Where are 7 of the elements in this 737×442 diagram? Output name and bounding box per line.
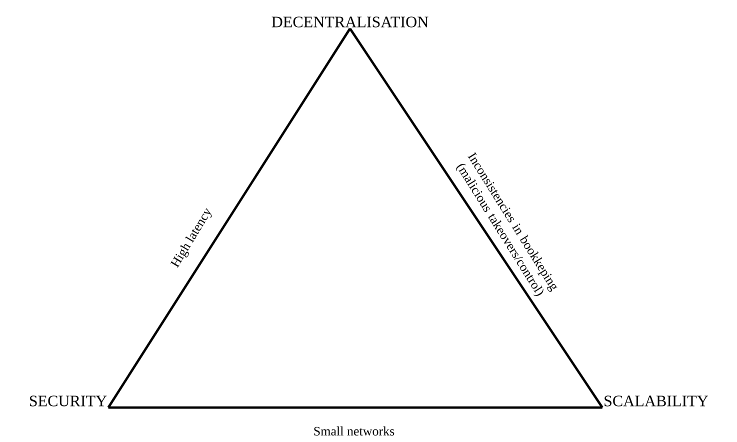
- edge-label: Small networks: [314, 426, 394, 436]
- vertex-label: SECURITY: [30, 396, 107, 406]
- triangle-side: [349, 28, 604, 408]
- triangle-side: [108, 406, 602, 409]
- vertex-label: DECENTRALISATION: [272, 16, 428, 28]
- vertex-label: SCALABILITY: [604, 396, 708, 406]
- triangle-side: [107, 28, 352, 408]
